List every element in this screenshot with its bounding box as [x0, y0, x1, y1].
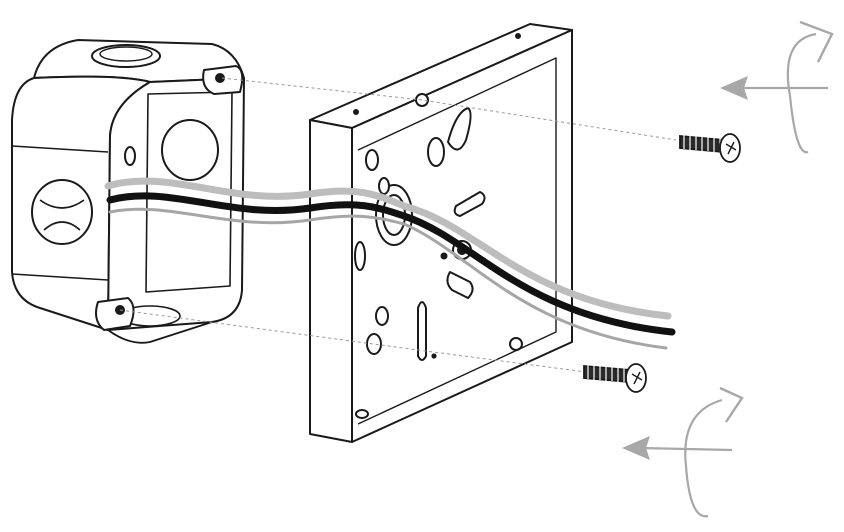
- slot-hole: [366, 333, 382, 355]
- slot-hole: [354, 241, 366, 271]
- wire-bundle: [104, 177, 676, 350]
- junction-box-icon: [11, 39, 245, 344]
- slot-hole: [427, 137, 445, 167]
- plate-hole: [415, 93, 429, 107]
- slot-hole: [417, 301, 427, 361]
- slot-hole: [365, 149, 379, 171]
- front-knockout: [31, 179, 93, 245]
- top-guide-line: [221, 77, 677, 141]
- screw-icon: [679, 133, 741, 163]
- top-knockout: [91, 44, 161, 68]
- slot-hole: [446, 271, 474, 299]
- slot-hole: [124, 146, 136, 166]
- screw-icon: [583, 363, 647, 393]
- bottom-mounting-ear: [95, 297, 135, 331]
- plate-hole: [355, 409, 369, 419]
- slot-hole: [378, 177, 390, 195]
- direction-arrow-icon: [622, 436, 733, 460]
- alignment-guide: [119, 77, 677, 373]
- rotation-arrow-icon: [786, 20, 834, 154]
- rotation-arrow-icon: [684, 386, 744, 518]
- slot-hole: [453, 191, 486, 217]
- slot-hole: [447, 107, 472, 151]
- side-knockout: [161, 119, 219, 181]
- gray-wire: [104, 177, 672, 320]
- slot-hole: [375, 306, 389, 326]
- plate-hole: [509, 337, 523, 351]
- gray-wire-lower: [108, 207, 668, 350]
- direction-arrow-icon: [720, 76, 828, 100]
- black-wire: [106, 192, 676, 336]
- bottom-guide-line: [119, 309, 587, 373]
